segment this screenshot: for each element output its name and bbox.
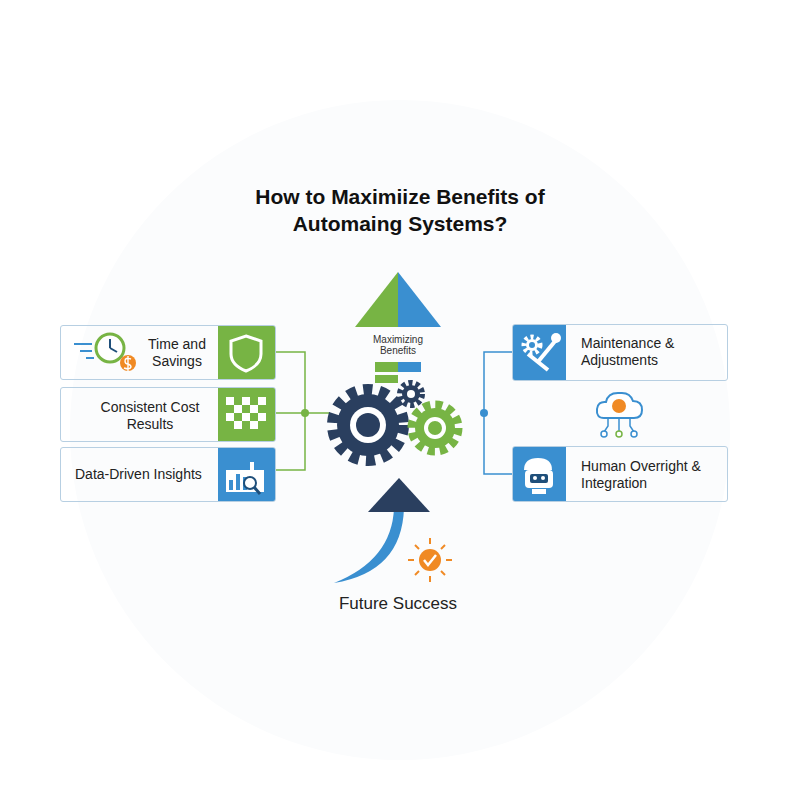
bar: [375, 375, 398, 383]
curved-arrow: [334, 508, 404, 583]
triangle-left: [355, 272, 398, 327]
icon-tile: [513, 447, 566, 501]
text-label: Future Success: [318, 594, 478, 614]
check-mark: [424, 555, 436, 565]
text-label: Maximizing Benefits: [358, 334, 438, 356]
triangle-right: [398, 272, 441, 327]
box-label: Consistent Cost Results: [85, 399, 215, 433]
checker-icon: [226, 397, 266, 429]
box-label: Data-Driven Insights: [75, 466, 220, 483]
benefit-box: Maintenance & Adjustments: [512, 324, 728, 381]
icon-tile: [218, 388, 275, 441]
icon-tile: [218, 448, 275, 501]
arrow-head: [368, 478, 430, 512]
benefit-box: Data-Driven Insights: [60, 447, 276, 502]
bar: [375, 362, 398, 372]
diagram-title: How to Maximiize Benefits of Automaing S…: [230, 183, 570, 237]
benefit-box: Consistent Cost Results: [60, 387, 276, 442]
bracket-left: [276, 352, 330, 470]
gear-large: [333, 390, 403, 460]
box-label: Human Overright & Integration: [581, 458, 721, 492]
icon-tile: [218, 326, 275, 379]
gear-green: [412, 405, 458, 451]
benefit-box: Human Overright & Integration: [512, 446, 728, 502]
benefit-box: Time and Savings: [60, 325, 276, 380]
bracket-right: [484, 352, 512, 474]
tools-icon: [524, 333, 561, 370]
bracket-dot: [301, 409, 309, 417]
sun-check-icon: [408, 538, 452, 582]
bar: [398, 362, 421, 372]
background-glow: [70, 100, 730, 760]
gear-small: [400, 383, 422, 405]
robot-icon: [524, 458, 553, 494]
sun-disc: [419, 549, 441, 571]
icon-tile: [513, 325, 566, 380]
brain-cloud-icon: [597, 393, 642, 437]
box-label: Maintenance & Adjustments: [581, 335, 701, 369]
chart-icon: [226, 462, 264, 494]
bracket-dot: [480, 409, 488, 417]
box-label: Time and Savings: [135, 336, 219, 370]
shield-icon: [231, 336, 261, 371]
clock-icon: [74, 334, 136, 371]
